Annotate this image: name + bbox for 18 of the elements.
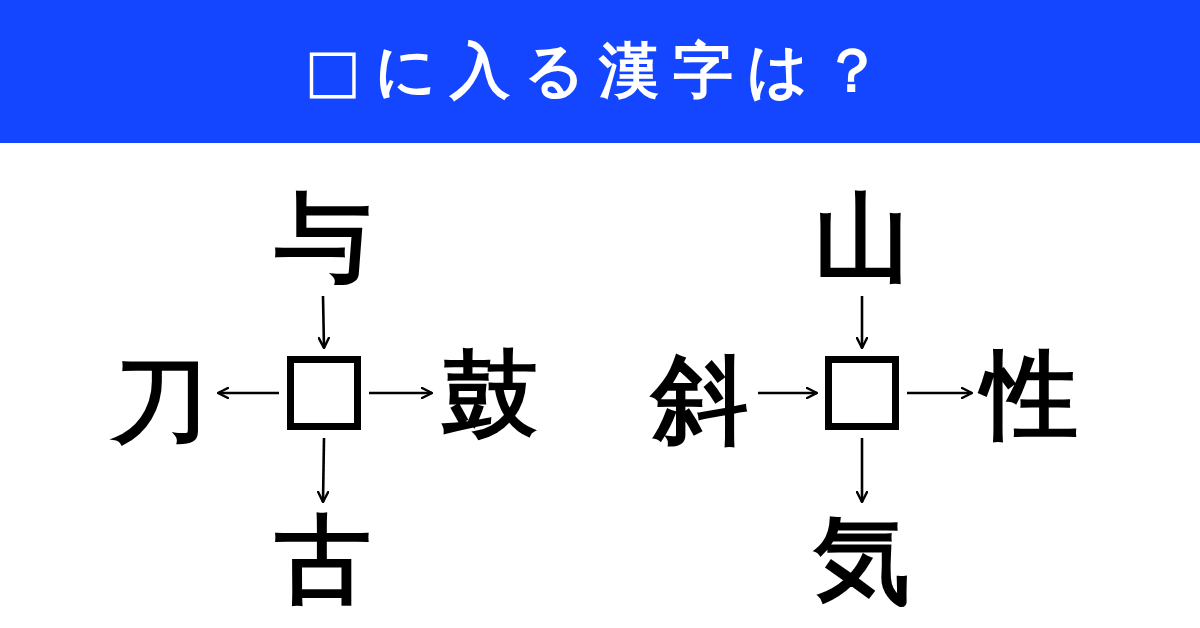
arrow bbox=[855, 438, 869, 504]
kanji-character: 鼓 bbox=[440, 345, 540, 445]
title-banner: □に入る漢字は？ bbox=[0, 0, 1200, 143]
blank-square bbox=[825, 356, 899, 430]
kanji-character: 刀 bbox=[110, 350, 210, 450]
arrow bbox=[216, 386, 279, 400]
arrow bbox=[316, 437, 330, 504]
arrow bbox=[369, 386, 434, 400]
kanji-character: 斜 bbox=[650, 350, 750, 450]
kanji-character: 山 bbox=[812, 188, 912, 288]
blank-square bbox=[287, 356, 361, 430]
kanji-character: 気 bbox=[812, 510, 912, 610]
kanji-character: 与 bbox=[273, 188, 373, 288]
arrow bbox=[758, 386, 819, 400]
kanji-character: 古 bbox=[273, 510, 373, 610]
arrow bbox=[907, 386, 974, 400]
arrow bbox=[317, 295, 330, 350]
arrow bbox=[855, 296, 869, 350]
